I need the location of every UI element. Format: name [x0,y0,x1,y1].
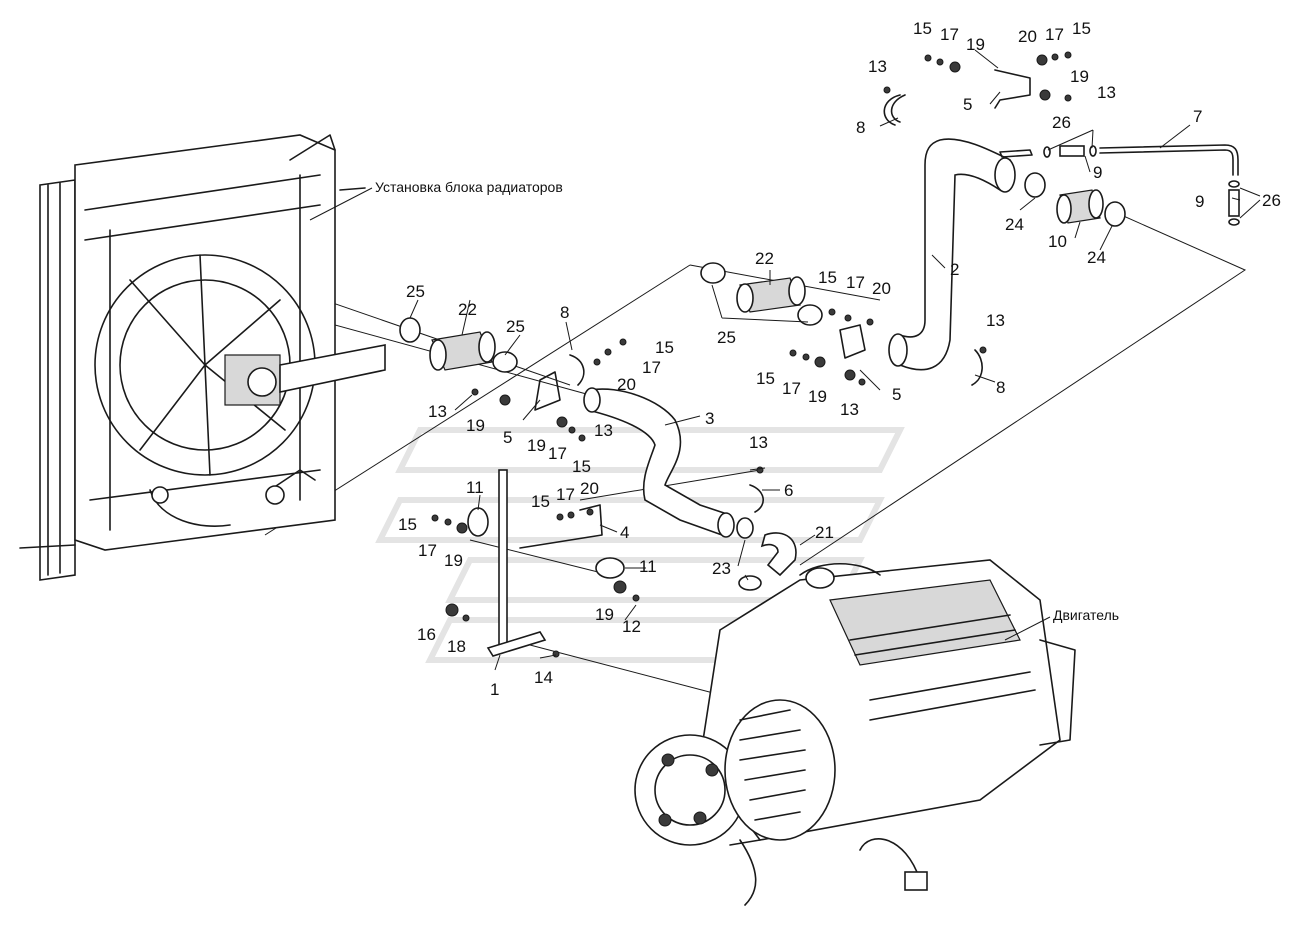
callout-11-lower: 11 [639,557,657,576]
callout-7: 7 [1193,107,1202,126]
callout-24-left: 24 [1005,215,1024,234]
callout-15-mid: 15 [655,338,674,357]
callout-17-top-left: 17 [940,25,959,44]
engine-caption: Двигатель [1053,607,1119,623]
callout-22-upper: 22 [755,249,774,268]
hose-22-upper [700,262,823,326]
leader-lines [409,49,1261,671]
callout-13-center: 13 [840,400,859,419]
callout-3: 3 [705,409,714,428]
callout-17-mid: 17 [642,358,661,377]
callout-19-left: 19 [466,416,485,435]
callout-8-right: 8 [996,378,1005,397]
callout-22-left: 22 [458,300,477,319]
pipe-2 [888,138,1016,371]
callout-2: 2 [950,260,959,279]
engine [634,559,1076,906]
callout-13-lower: 13 [749,433,768,452]
callout-26-right: 26 [1262,191,1281,210]
callout-19-lower-left: 19 [444,551,463,570]
callout-10: 10 [1048,232,1067,251]
callouts: 1 2 3 4 5 5 5 6 7 8 8 8 9 9 10 11 11 12 … [398,19,1281,699]
callout-13-top-right: 13 [1097,83,1116,102]
callout-13-top-left: 13 [868,57,887,76]
callout-19-mid: 19 [527,436,546,455]
callout-17-upper: 17 [846,273,865,292]
callout-24-right: 24 [1087,248,1106,267]
callout-16: 16 [417,625,436,644]
hose-10 [1024,172,1126,227]
callout-23: 23 [712,559,731,578]
callout-25-left: 25 [406,282,425,301]
callout-8-top: 8 [856,118,865,137]
callout-1: 1 [490,680,499,699]
callout-17-lower: 17 [548,444,567,463]
callout-15-center: 15 [756,369,775,388]
callout-4: 4 [620,523,629,542]
callout-6: 6 [784,481,793,500]
callout-5-top: 5 [963,95,972,114]
fasteners [431,51,1072,658]
radiator-unit [19,134,386,581]
callout-25-mid: 25 [506,317,525,336]
callout-15-top-right: 15 [1072,19,1091,38]
hose-22-left [399,317,518,373]
callout-12: 12 [622,617,641,636]
callout-18: 18 [447,637,466,656]
callout-8-mid: 8 [560,303,569,322]
callout-13-mid: 13 [594,421,613,440]
callout-15-left: 15 [398,515,417,534]
bracket-1 [486,469,547,657]
callout-14: 14 [534,668,553,687]
callout-17-left: 17 [418,541,437,560]
callout-19-top-right: 19 [1070,67,1089,86]
callout-13-left: 13 [428,402,447,421]
callout-15-top-left: 15 [913,19,932,38]
callout-11-upper: 11 [466,478,484,497]
callout-25-upper: 25 [717,328,736,347]
tube-7 [999,144,1240,226]
callout-20-upper: 20 [872,279,891,298]
brackets-top [519,69,1031,549]
callout-13-right: 13 [986,311,1005,330]
callout-20-top: 20 [1018,27,1037,46]
callout-5-right: 5 [892,385,901,404]
callout-19-center: 19 [808,387,827,406]
callout-17-center: 17 [782,379,801,398]
callout-19-lower: 19 [595,605,614,624]
callout-15-upper: 15 [818,268,837,287]
callout-20-mid: 20 [617,375,636,394]
callout-9-upper: 9 [1093,163,1102,182]
callout-21: 21 [815,523,834,542]
callout-26-top: 26 [1052,113,1071,132]
callout-20-lower: 20 [580,479,599,498]
callout-5-left: 5 [503,428,512,447]
callout-17-top-right: 17 [1045,25,1064,44]
callout-15-lower: 15 [572,457,591,476]
radiator-unit-caption: Установка блока радиаторов [375,179,563,195]
pipe-3 [583,387,735,538]
callout-17-stack: 17 [556,485,575,504]
callout-15-stack: 15 [531,492,550,511]
callout-9-right: 9 [1195,192,1204,211]
callout-19-top-left: 19 [966,35,985,54]
